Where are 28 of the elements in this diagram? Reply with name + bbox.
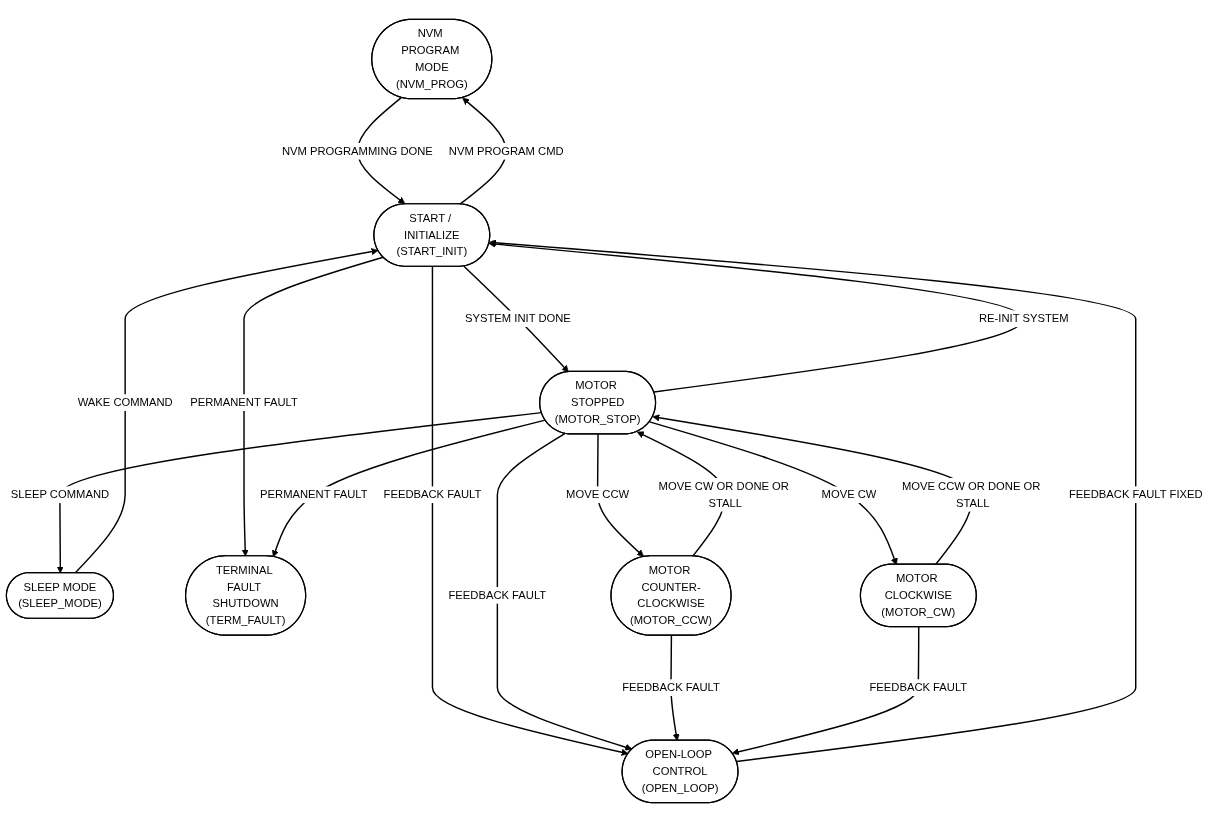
edge-label: SLEEP COMMAND	[10, 487, 110, 501]
edge-label: SYSTEM INIT DONE	[465, 311, 571, 325]
edge-label: RE-INIT SYSTEM	[978, 311, 1069, 325]
edge-label: FEEDBACK FAULT FIXED	[1068, 487, 1203, 501]
arrow	[648, 421, 898, 566]
edge-label: WAKE COMMAND	[77, 395, 173, 409]
arrow	[459, 97, 507, 205]
edge-label: MOVE CCW OR DONE OR STALL	[901, 479, 1041, 510]
arrow	[356, 96, 406, 204]
edge-label: FEEDBACK FAULT	[383, 487, 482, 501]
arrow	[596, 433, 644, 557]
arrow	[496, 432, 633, 751]
arrow	[56, 411, 543, 574]
arrow	[272, 419, 546, 558]
arrow	[241, 256, 384, 557]
arrow	[732, 626, 920, 756]
edge-label: PERMANENT FAULT	[190, 395, 298, 409]
edge-label: MOVE CW	[821, 487, 877, 501]
edge-label: NVM PROGRAM CMD	[448, 144, 564, 158]
edge-label: NVM PROGRAMMING DONE	[281, 144, 433, 158]
arrow	[489, 239, 1137, 763]
edge-label: PERMANENT FAULT	[260, 487, 368, 501]
edge-label: MOVE CW OR DONE OR STALL	[658, 479, 789, 510]
edge-label: FEEDBACK FAULT	[622, 680, 720, 694]
edge-label: MOVE CCW	[566, 487, 630, 501]
edge-label: FEEDBACK FAULT	[869, 680, 968, 694]
arrow	[74, 248, 379, 574]
edge-label: FEEDBACK FAULT	[448, 588, 547, 602]
